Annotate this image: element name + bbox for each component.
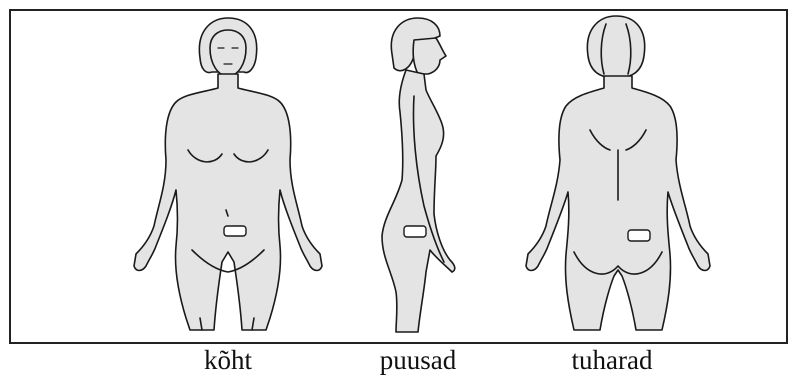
back-injection-site	[628, 230, 650, 241]
caption-front: kõht	[204, 344, 252, 376]
back-hair	[587, 16, 644, 78]
side-injection-site	[404, 226, 426, 237]
front-face	[210, 30, 246, 76]
caption-side: puusad	[380, 344, 457, 376]
caption-back: tuharad	[572, 344, 653, 376]
body-diagram	[0, 0, 797, 345]
front-injection-site	[224, 226, 246, 236]
